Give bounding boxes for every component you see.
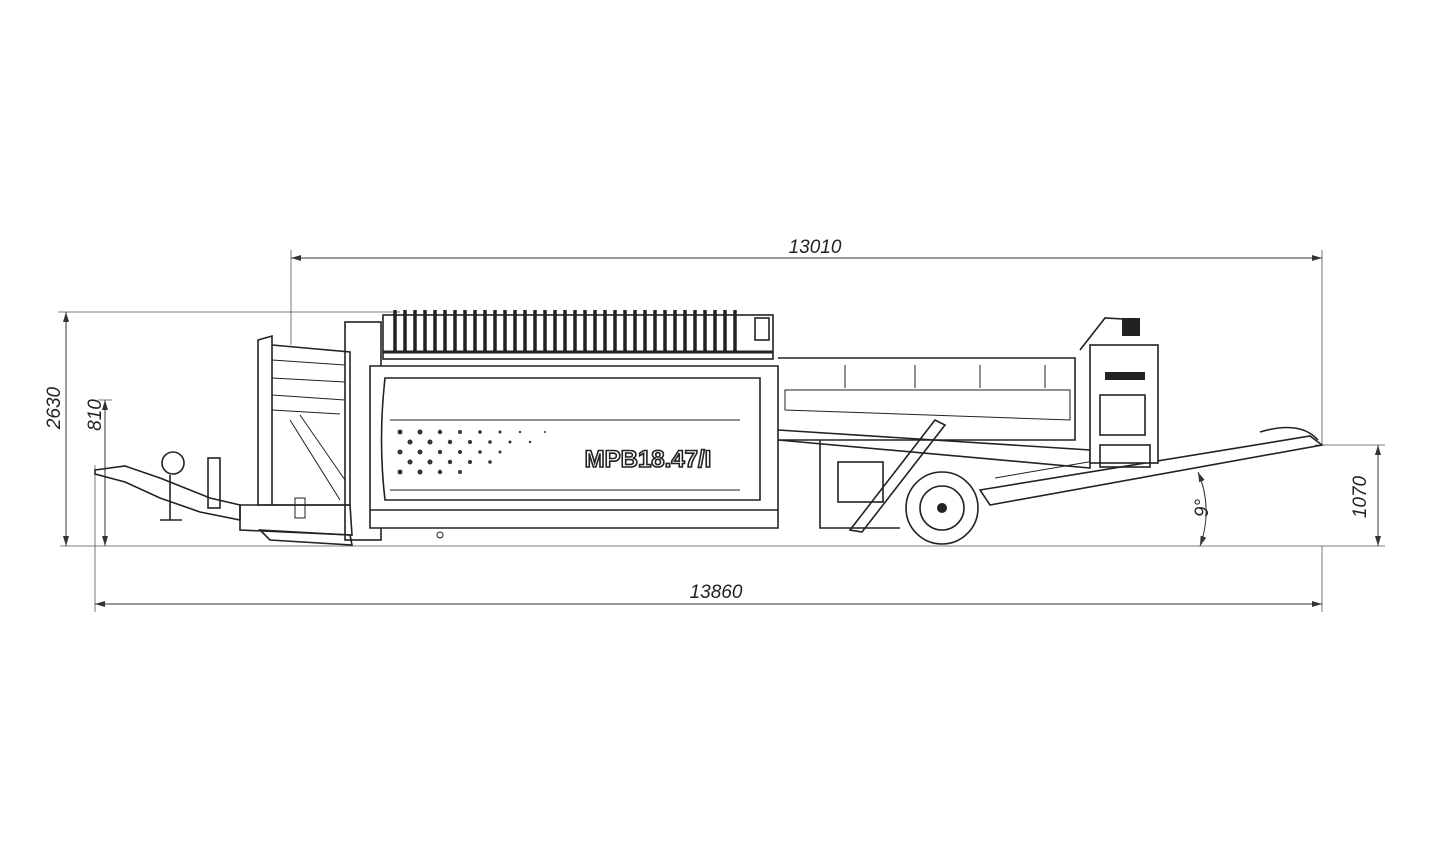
dimension-13010: 13010 — [290, 237, 1323, 445]
dimension-angle: 9° — [1192, 471, 1213, 547]
model-label: MPB18.47/I — [585, 446, 712, 473]
engine-unit — [1079, 317, 1159, 468]
screen-drum-top — [382, 310, 774, 360]
perforation-pattern — [397, 429, 546, 475]
dimension-13860: 13860 — [94, 465, 1323, 612]
main-body: MPB18.47/I — [369, 365, 779, 539]
drawbar-hitch — [94, 451, 353, 546]
dimension-label-angle: 9° — [1192, 499, 1213, 518]
dimension-label-height-total: 2630 — [44, 386, 65, 430]
feed-hopper — [257, 321, 382, 541]
wheel — [905, 471, 979, 545]
dimension-label-length-total: 13860 — [690, 582, 743, 603]
machine: MPB18.47/I — [94, 310, 1324, 546]
dimension-label-length-body: 13010 — [789, 237, 842, 258]
dimension-2630: 2630 — [44, 311, 400, 546]
dimension-label-discharge-height: 1070 — [1350, 475, 1371, 518]
dimension-1070: 1070 — [1315, 444, 1385, 546]
rear-chassis — [777, 357, 1091, 533]
dimension-810: 810 — [85, 399, 112, 546]
dimension-label-hitch-height: 810 — [85, 399, 106, 431]
discharge-conveyor — [978, 426, 1324, 506]
